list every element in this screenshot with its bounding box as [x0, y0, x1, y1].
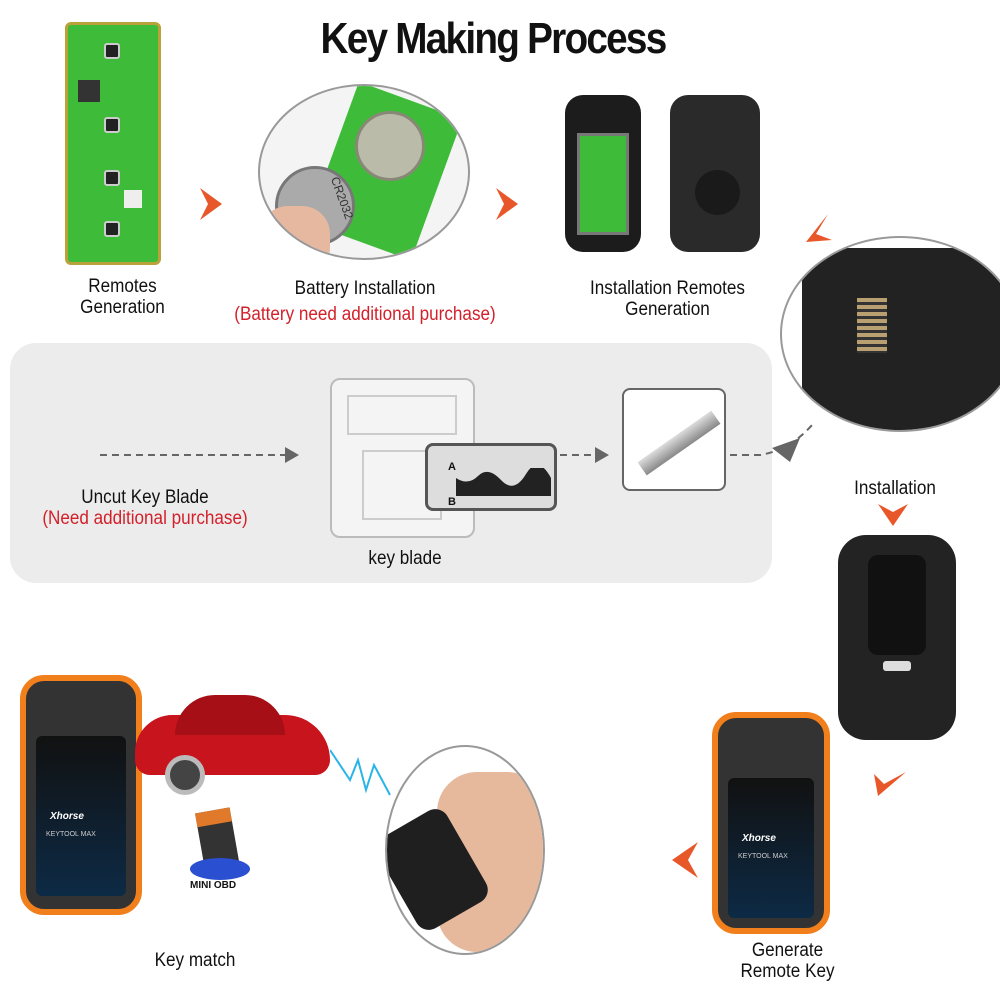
arrow-down-left-icon	[874, 772, 906, 796]
page-title: Key Making Process	[320, 14, 668, 63]
machine-cut-depth-panel: A B	[425, 443, 557, 511]
panel-row-b: B	[448, 496, 456, 508]
label-key-match: Key match	[154, 950, 236, 971]
keytool-max-device-right: Xhorse KEYTOOL MAX	[712, 712, 830, 934]
smart-key-fob-image	[838, 535, 956, 740]
remote-pcb-image	[65, 22, 161, 265]
panel-row-a: A	[448, 461, 456, 473]
remote-shell-back-image	[670, 95, 760, 252]
key-blade-image	[622, 388, 726, 491]
car-image	[135, 690, 330, 800]
device-model: KEYTOOL MAX	[46, 831, 96, 838]
keytool-max-device-left: Xhorse KEYTOOL MAX	[20, 675, 142, 915]
installation-detail-image	[780, 236, 1000, 432]
mini-obd-adapter-image: MINI OBD	[150, 800, 300, 895]
device-model: KEYTOOL MAX	[738, 853, 788, 860]
label-key-blade: key blade	[368, 548, 442, 569]
hand-holding-key-image	[385, 745, 545, 955]
remote-shell-open-image	[565, 95, 641, 252]
arrow-right-icon	[200, 188, 222, 220]
label-remotes-generation: Remotes Generation	[80, 276, 165, 318]
dashed-flow-arrow	[100, 424, 813, 463]
arrow-down-left-icon	[806, 214, 832, 242]
brand-logo: Xhorse	[742, 833, 776, 844]
signal-wave-icon	[330, 749, 391, 796]
label-installation-remotes: Installation Remotes Generation	[590, 278, 745, 320]
mini-obd-label: MINI OBD	[190, 880, 237, 891]
label-battery-installation: Battery Installation	[294, 278, 436, 299]
arrow-down-icon	[878, 504, 908, 526]
label-blade-note: (Need additional purchase)	[42, 508, 248, 529]
label-battery-note: (Battery need additional purchase)	[234, 304, 496, 325]
brand-logo: Xhorse	[50, 811, 84, 822]
arrow-left-icon	[672, 842, 698, 878]
label-uncut-blade: Uncut Key Blade	[81, 487, 209, 508]
battery-installation-image: CR2032	[258, 84, 470, 260]
arrow-right-icon	[496, 188, 518, 220]
label-installation: Installation	[854, 478, 936, 499]
label-generate-remote-key: Generate Remote Key	[740, 940, 835, 982]
